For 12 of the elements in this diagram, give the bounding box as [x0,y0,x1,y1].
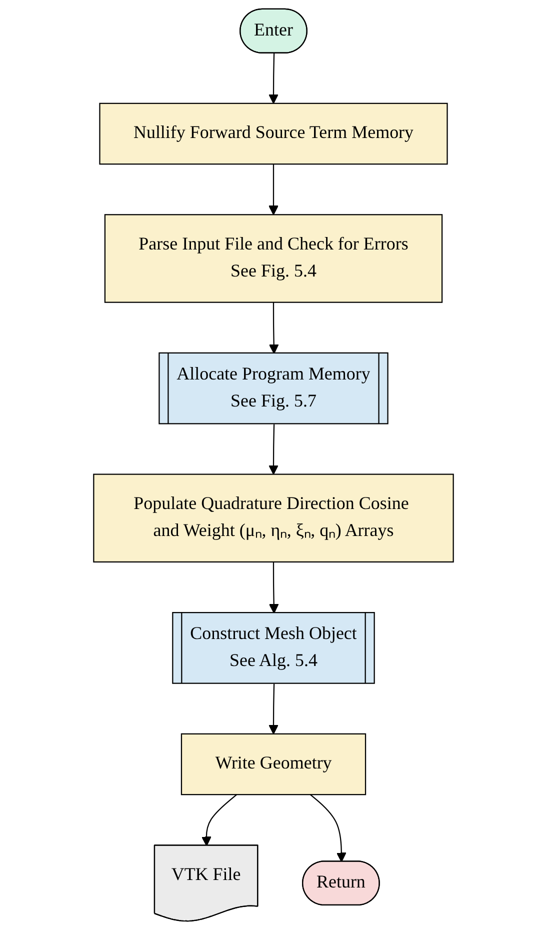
arrow [268,164,278,216]
arrow [268,53,278,104]
node-box: Parse Input File and Check for Errors See Fig. 5.4 [104,214,443,303]
node-box: Write Geometry [180,733,366,796]
arrow [268,302,279,354]
arrow [201,794,238,846]
arrow [310,794,346,862]
node-box: Populate Quadrature Direction Cosine and Weight (μₙ, ηₙ, ξₙ, qₙ) Arrays [93,474,454,562]
arrow [268,424,278,475]
arrow [268,684,278,734]
arrow [268,562,279,614]
node-box: Nullify Forward Source Term Memory [99,102,448,165]
